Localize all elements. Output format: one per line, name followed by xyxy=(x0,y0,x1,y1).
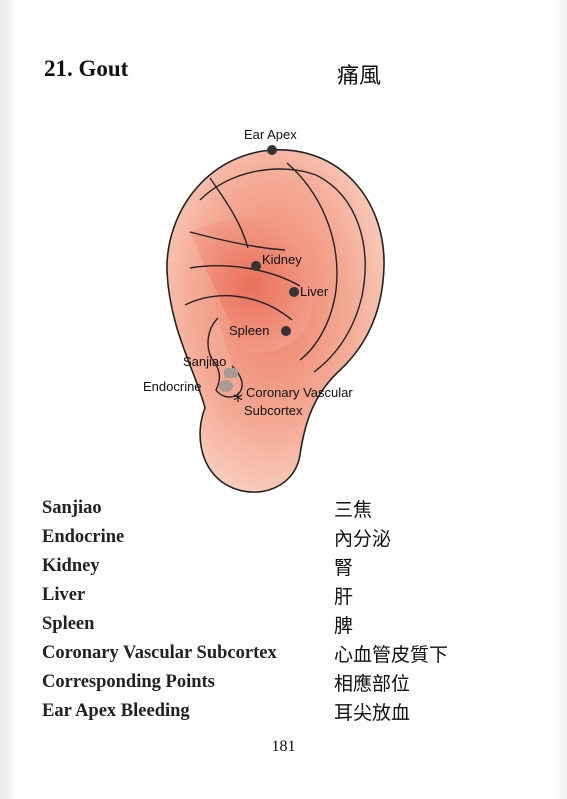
page-number: 181 xyxy=(271,738,296,755)
term-english: Ear Apex Bleeding xyxy=(42,701,190,721)
term-english: Spleen xyxy=(42,614,95,634)
term-list: Sanjiao 三焦 Endocrine 內分泌 Kidney 腎 Liver … xyxy=(42,494,512,726)
term-english: Corresponding Points xyxy=(42,672,215,692)
liver-point xyxy=(289,287,299,297)
term-english: Endocrine xyxy=(42,527,125,547)
page-title: 21. Gout xyxy=(44,56,129,81)
term-row: Spleen 脾 xyxy=(42,610,512,639)
term-row: Corresponding Points 相應部位 xyxy=(42,668,512,697)
term-row: Endocrine 內分泌 xyxy=(42,523,512,552)
term-chinese: 肝 xyxy=(334,586,354,608)
helix-fold xyxy=(199,168,366,373)
term-chinese: 腎 xyxy=(334,557,354,579)
term-chinese: 三焦 xyxy=(334,499,373,521)
term-chinese: 耳尖放血 xyxy=(334,702,411,724)
term-row: Sanjiao 三焦 xyxy=(42,494,512,523)
sanjiao-label: Sanjiao xyxy=(183,354,226,369)
term-chinese: 脾 xyxy=(334,615,354,637)
concha xyxy=(190,218,314,353)
sanjiao-area xyxy=(224,368,238,378)
spleen-point xyxy=(281,326,291,336)
term-english: Coronary Vascular Subcortex xyxy=(42,643,277,663)
term-english: Liver xyxy=(42,585,86,605)
term-row: Kidney 腎 xyxy=(42,552,512,581)
endocrine-label: Endocrine xyxy=(143,379,202,394)
fossa-line-2 xyxy=(209,177,249,249)
subcortex-label: Subcortex xyxy=(244,403,303,418)
term-english: Kidney xyxy=(42,556,100,576)
ear-apex-label: Ear Apex xyxy=(244,127,297,142)
antihelix xyxy=(286,162,338,361)
term-english: Sanjiao xyxy=(42,498,102,518)
coronary-label: Coronary Vascular xyxy=(246,385,353,400)
page-edge-shadow-right xyxy=(555,0,567,799)
spleen-label: Spleen xyxy=(229,323,269,338)
fossa-line-1 xyxy=(189,231,286,251)
ear-apex-point xyxy=(267,145,277,155)
term-chinese: 內分泌 xyxy=(334,528,392,550)
liver-label: Liver xyxy=(300,284,329,299)
kidney-point xyxy=(251,261,261,271)
page-title-chinese: 痛風 xyxy=(337,64,382,89)
term-row: Liver 肝 xyxy=(42,581,512,610)
term-chinese: 心血管皮質下 xyxy=(334,644,449,666)
term-row: Ear Apex Bleeding 耳尖放血 xyxy=(42,697,512,726)
page-edge-shadow xyxy=(0,0,18,799)
concha-rim xyxy=(184,295,293,321)
term-chinese: 相應部位 xyxy=(334,673,411,695)
term-row: Coronary Vascular Subcortex 心血管皮質下 xyxy=(42,639,512,668)
coronary-asterisk: * xyxy=(233,389,243,413)
kidney-label: Kidney xyxy=(262,252,302,267)
endocrine-area xyxy=(219,380,233,392)
ear-diagram: * Ear Apex Kidney Liver Spleen Sanjiao E… xyxy=(143,127,385,493)
crus-line xyxy=(189,265,301,287)
